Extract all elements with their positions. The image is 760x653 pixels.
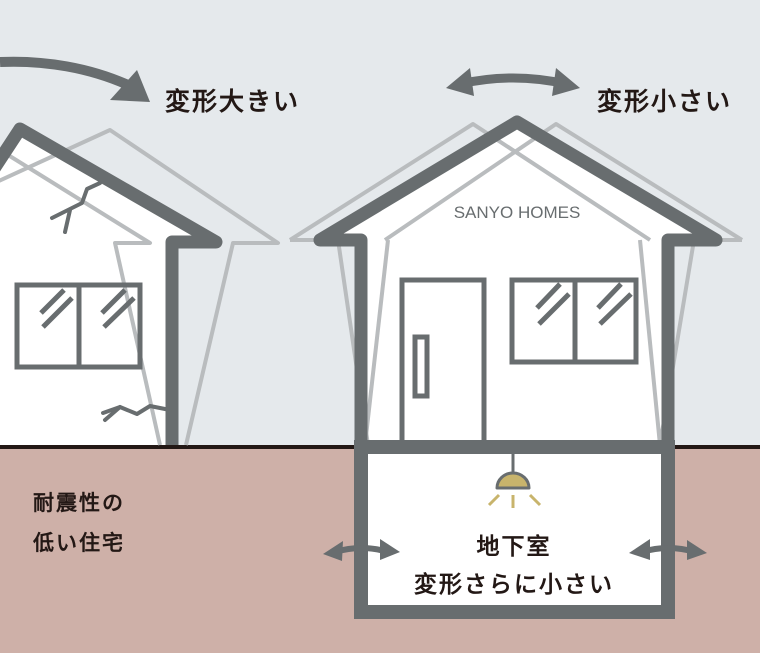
weak-house xyxy=(0,122,280,446)
door-handle xyxy=(412,334,430,399)
basement xyxy=(354,440,675,619)
lamp-icon xyxy=(487,454,542,508)
window xyxy=(509,277,639,365)
basement-left-arrow-icon xyxy=(323,539,400,561)
weak-house-label-line1: 耐震性の xyxy=(33,491,125,515)
weak-house-label-line2: 低い住宅 xyxy=(33,531,125,555)
large-deformation-label: 変形大きい xyxy=(165,87,301,116)
weak-house-outline xyxy=(0,122,223,445)
basement-label-line1: 地下室 xyxy=(476,534,552,560)
sanyo-house-outline xyxy=(313,115,723,447)
sanyo-house xyxy=(288,115,744,448)
crack-icon xyxy=(50,181,172,422)
weak-house-label: 耐震性の 低い住宅 xyxy=(33,483,125,563)
small-deformation-label: 変形小さい xyxy=(597,87,733,116)
weak-house-window xyxy=(14,282,143,370)
basement-label-line2: 変形さらに小さい xyxy=(414,572,614,598)
basement-label: 地下室 変形さらに小さい xyxy=(414,528,614,604)
brand-label: SANYO HOMES xyxy=(453,203,581,222)
large-deformation-arrow-icon xyxy=(0,56,150,102)
basement-right-arrow-icon xyxy=(629,539,707,560)
small-deformation-arrow-icon xyxy=(446,68,580,96)
